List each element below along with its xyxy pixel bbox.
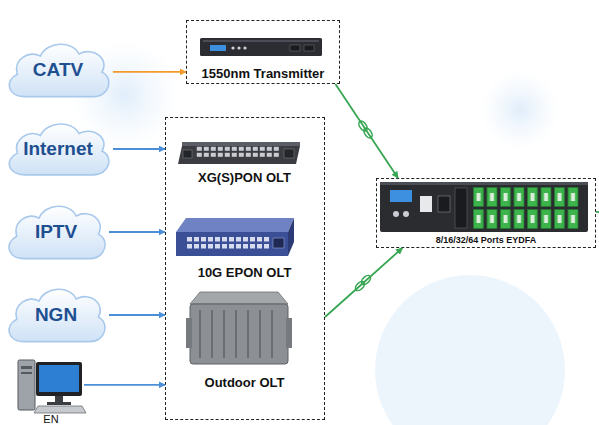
signal-arrow (113, 148, 165, 150)
eydfa-device-part (403, 211, 409, 217)
signal-arrow (109, 314, 165, 316)
background-decoration (70, 40, 565, 425)
node-label: IPTV (35, 221, 77, 243)
signal-arrow (113, 71, 186, 73)
fiber-loop-symbol-part (362, 127, 374, 140)
computer-icon-part (47, 402, 71, 405)
outdoor-olt-device-part (186, 318, 192, 348)
cloud-outline (9, 206, 105, 258)
source-cloud: IPTV (3, 200, 109, 264)
background-decoration-part (480, 70, 560, 150)
outdoor-olt-device-part (223, 310, 225, 358)
eydfa-device-part (390, 190, 412, 202)
transmitter-device-part (231, 46, 234, 49)
source-cloud: Internet (3, 118, 113, 180)
computer-icon-part (36, 362, 82, 396)
node-label: Outdoor OLT (205, 375, 285, 390)
transmitter-device-part (304, 45, 314, 51)
outdoor-olt-device-part (190, 292, 288, 304)
fiber-loop-symbol-part (360, 274, 372, 286)
eydfa-device-part (380, 182, 588, 232)
xgspon-olt-device (178, 142, 300, 164)
epon-olt-device-part (176, 218, 294, 232)
xgspon-olt-device-part (178, 146, 300, 164)
epon-olt-device-part (273, 238, 284, 248)
outdoor-olt-device-part (286, 318, 292, 348)
node-label: EN (43, 413, 58, 425)
signal-arrow (109, 231, 165, 233)
signal-arrow (325, 248, 402, 317)
computer-icon-part (21, 366, 32, 369)
transmitter-box: 1550nm Transmitter (186, 20, 340, 84)
eydfa-device-part (380, 182, 588, 185)
outdoor-olt-device (186, 292, 292, 364)
signal-arrow (335, 84, 398, 178)
transmitter-device-part (203, 40, 319, 42)
outdoor-olt-device-part (235, 310, 237, 358)
cloud-outline (9, 124, 109, 175)
node-label: 8/16/32/64 Ports EYDFA (436, 235, 537, 245)
outdoor-olt-device-part (271, 310, 273, 358)
output-fiber-line (596, 212, 599, 213)
output-fiber-line-part (596, 211, 599, 213)
outdoor-olt-device-part (247, 310, 249, 358)
node-label: NGN (35, 304, 77, 326)
computer-icon-part (18, 360, 35, 410)
outdoor-olt-device-part (190, 304, 288, 364)
eydfa-device-part (420, 196, 432, 212)
olt-device: Outdoor OLT (172, 285, 318, 390)
xgspon-olt-device-part (182, 142, 300, 146)
transmitter-device-part (210, 45, 226, 51)
eydfa-device (380, 182, 588, 232)
signal-arrow (84, 384, 165, 386)
computer-icon-part (34, 406, 86, 413)
eydfa-device-part (438, 196, 450, 212)
xgspon-olt-device-part (284, 149, 294, 158)
xgspon-olt-device-part (196, 146, 280, 158)
eydfa-device-part (455, 188, 467, 228)
olt-device: 10G EPON OLT (172, 210, 318, 280)
node-label: 10G EPON OLT (198, 265, 292, 280)
transmitter-device-part (290, 45, 300, 51)
cloud-outline (9, 44, 109, 96)
transmitter-device (200, 38, 322, 56)
computer-icon-part (39, 365, 79, 392)
outdoor-olt-device-part (259, 310, 261, 358)
epon-olt-device-part (176, 232, 288, 256)
background-decoration-part (375, 275, 565, 425)
epon-olt-device-part (186, 236, 270, 251)
computer-icon-part (21, 372, 32, 374)
fiber-loop-symbol (357, 120, 374, 140)
source-cloud: NGN (3, 283, 109, 347)
fiber-loop-symbol-part (357, 120, 369, 133)
amplifier-box: 8/16/32/64 Ports EYDFA (376, 178, 596, 248)
computer-node: EN (18, 352, 84, 425)
computer-icon-part (55, 396, 63, 402)
outdoor-olt-device-part (199, 310, 201, 358)
xgspon-olt-device-part (183, 150, 192, 158)
epon-olt-device-part (288, 218, 294, 256)
transmitter-device-part (243, 46, 246, 49)
node-label: 1550nm Transmitter (202, 66, 325, 81)
fiber-loop-symbol (354, 274, 372, 292)
cloud-outline (9, 289, 105, 341)
node-label: XG(S)PON OLT (198, 170, 291, 185)
node-label: Internet (23, 138, 93, 160)
outdoor-olt-device-part (211, 310, 213, 358)
node-label: CATV (33, 59, 83, 81)
olt-device: XG(S)PON OLT (172, 135, 318, 185)
epon-olt-device (176, 218, 294, 256)
eydfa-device-part (472, 186, 580, 230)
computer-icon (18, 360, 86, 413)
source-cloud: CATV (3, 38, 113, 102)
eydfa-device-part (393, 211, 399, 217)
transmitter-device-part (237, 46, 240, 49)
transmitter-device-part (200, 38, 322, 56)
olt-group-box: XG(S)PON OLT 10G EPON OLT Outdoor OLT (165, 117, 325, 420)
fiber-loop-symbol-part (354, 280, 366, 292)
